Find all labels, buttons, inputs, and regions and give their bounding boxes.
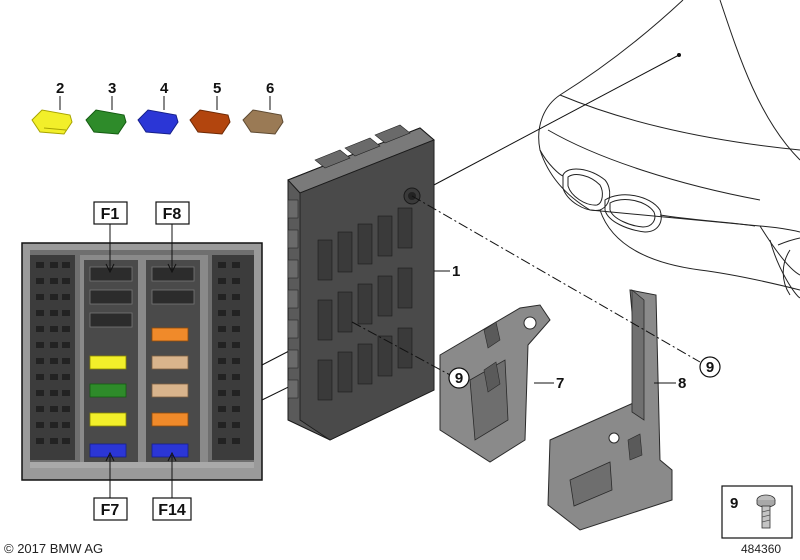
fuse-slot-blue-1 xyxy=(89,443,127,458)
fuse-label-f8: F8 xyxy=(155,201,190,274)
fuse-slot-beige-1 xyxy=(151,355,189,370)
callout-9-bracket7: 9 xyxy=(448,367,470,389)
callout-8: 8 xyxy=(678,375,686,392)
car-pointer-dot xyxy=(677,53,681,57)
fuse-yellow xyxy=(31,109,73,135)
callout-1: 1 xyxy=(452,263,460,280)
callout-6: 6 xyxy=(266,80,274,97)
alignment-line-2 xyxy=(351,321,453,377)
fuse-blue xyxy=(137,109,179,135)
fuse-box-detail xyxy=(21,242,263,481)
svg-text:F7: F7 xyxy=(101,502,120,519)
fuse-slot-orange-2 xyxy=(151,412,189,427)
control-module xyxy=(287,124,435,441)
svg-text:9: 9 xyxy=(455,370,463,387)
screw-legend: 9 xyxy=(721,485,793,539)
callout-9-bracket8: 9 xyxy=(699,356,721,378)
fuse-orange-brown xyxy=(189,109,231,135)
copyright: © 2017 BMW AG xyxy=(4,541,103,556)
svg-text:F14: F14 xyxy=(158,502,186,519)
fuse-green xyxy=(85,109,127,135)
callout-5: 5 xyxy=(213,80,221,97)
callout-2: 2 xyxy=(56,80,64,97)
car-outline xyxy=(538,0,800,299)
alignment-line-1 xyxy=(411,195,701,363)
fuse-slot-yellow-1 xyxy=(89,355,127,370)
car-pointer-line xyxy=(431,54,680,187)
fuse-slot-green xyxy=(89,383,127,398)
svg-text:F1: F1 xyxy=(101,206,120,223)
legend-number-9: 9 xyxy=(730,495,738,512)
callout-7: 7 xyxy=(556,375,564,392)
svg-text:F8: F8 xyxy=(163,206,182,223)
fuse-label-f1: F1 xyxy=(93,201,128,274)
screw-icon xyxy=(756,494,776,529)
fuse-label-f7: F7 xyxy=(93,451,128,521)
fuse-slot-orange-1 xyxy=(151,327,189,342)
callout-3: 3 xyxy=(108,80,116,97)
bracket-8 xyxy=(547,289,673,531)
bracket-7 xyxy=(439,304,551,463)
fuse-label-f14: F14 xyxy=(152,451,192,521)
callout-4: 4 xyxy=(160,80,169,97)
svg-text:9: 9 xyxy=(706,359,714,376)
fuse-slot-beige-2 xyxy=(151,383,189,398)
fuse-tan xyxy=(242,109,284,135)
diagram-number: 484360 xyxy=(741,542,781,556)
fuse-slot-blue-2 xyxy=(151,443,189,458)
fuse-slot-yellow-2 xyxy=(89,412,127,427)
